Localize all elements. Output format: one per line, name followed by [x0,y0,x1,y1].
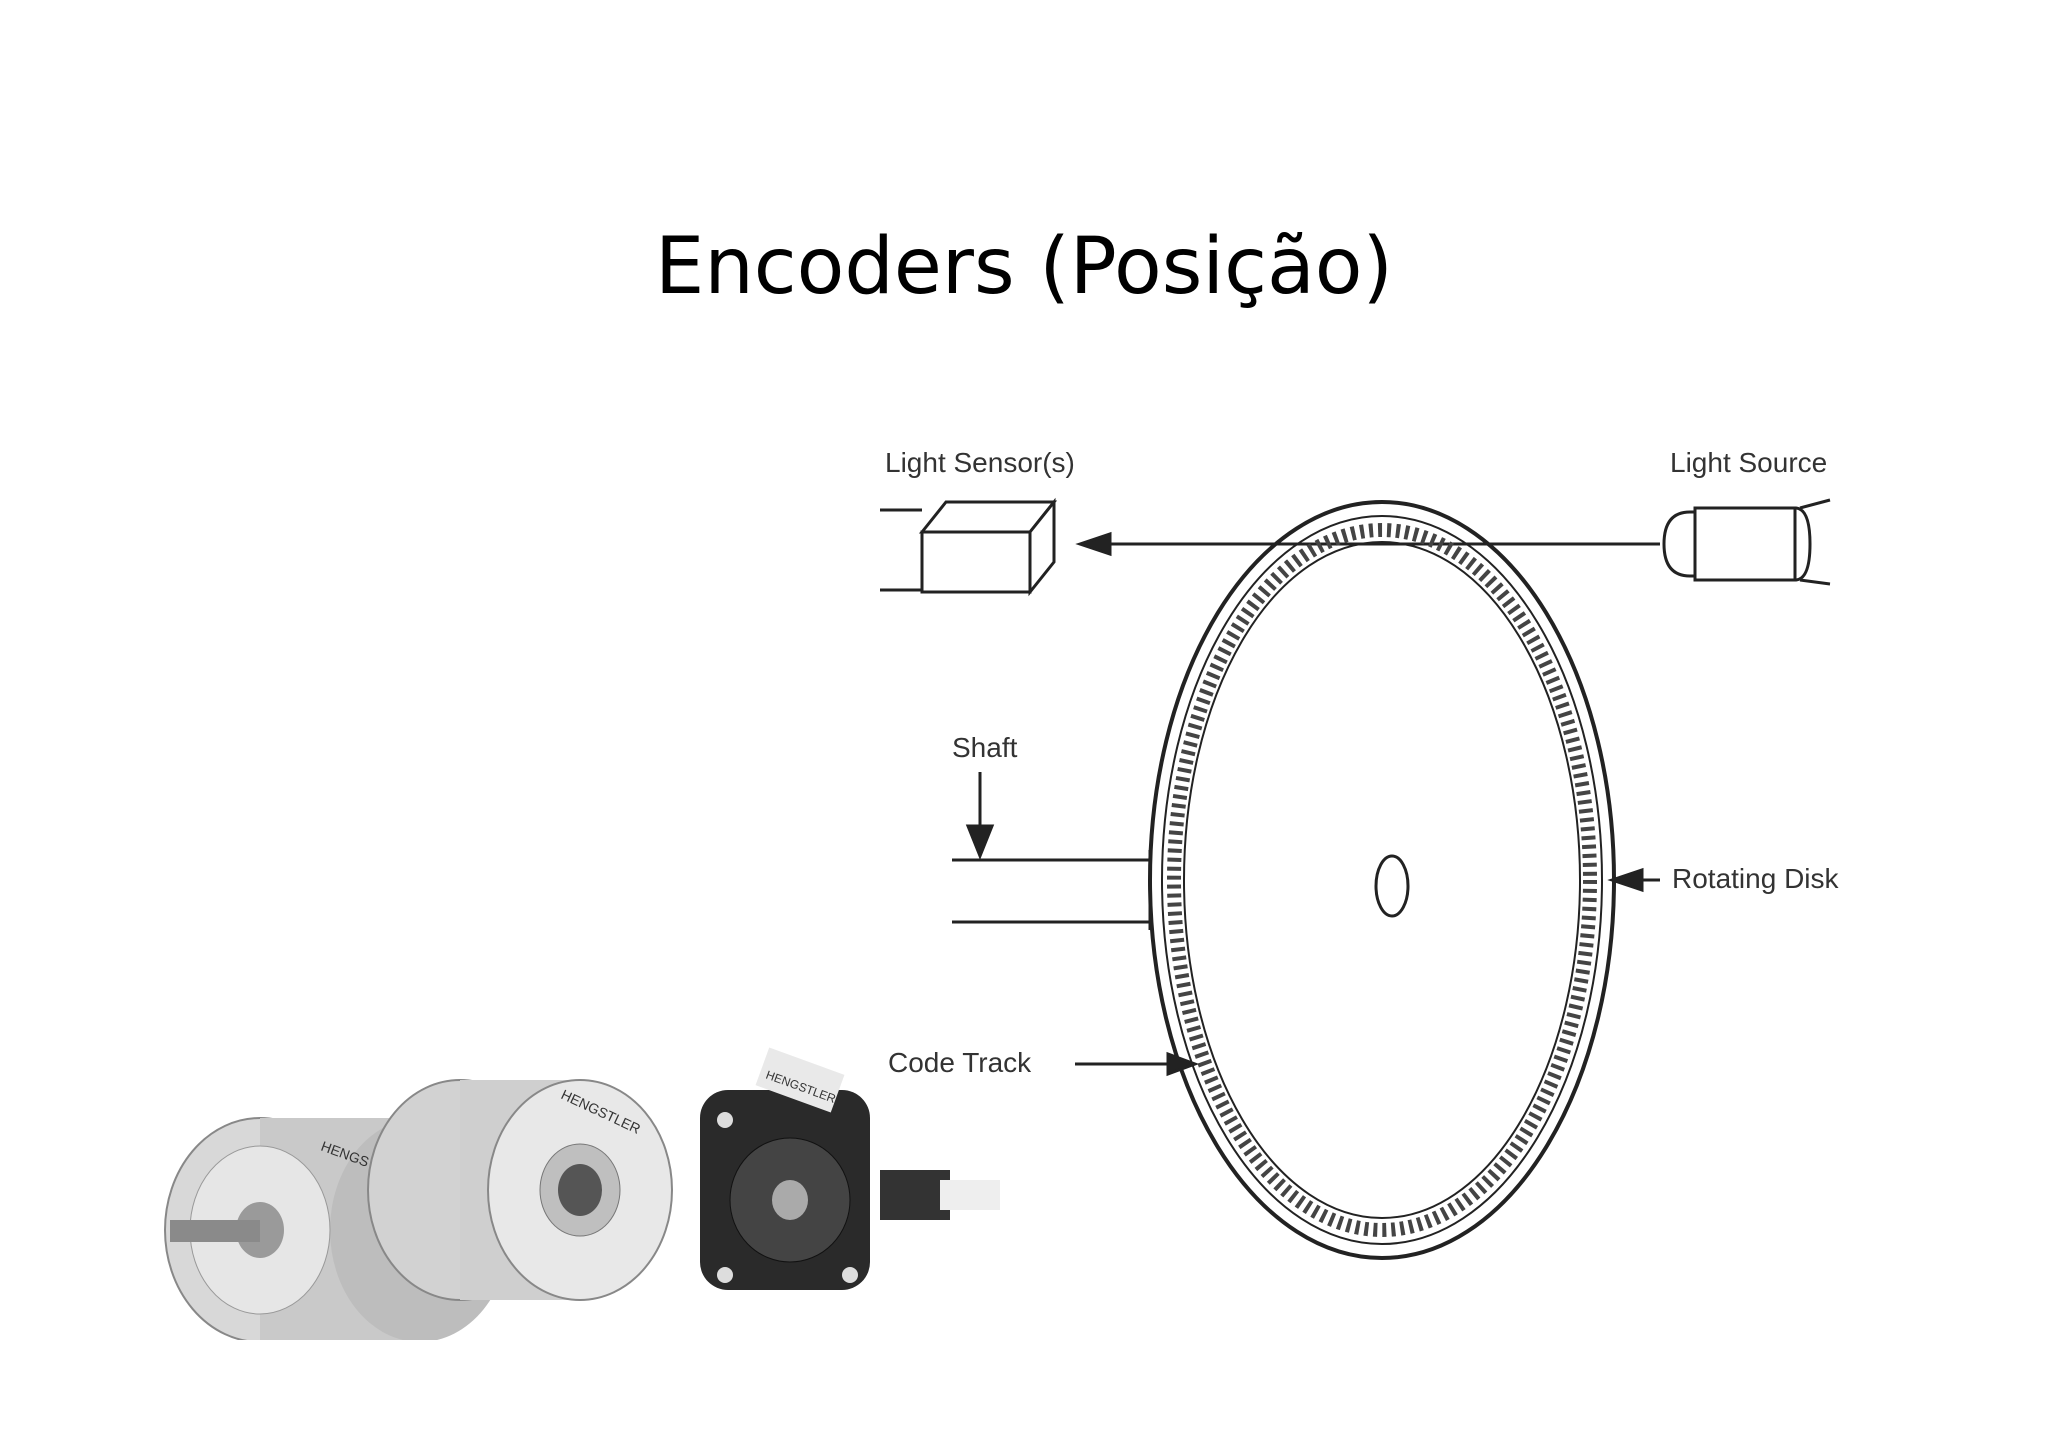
slide-title: Encoders (Posição) [655,222,1393,312]
light-beam-arrow [1075,531,1660,557]
label-shaft: Shaft [952,732,1018,763]
code-track-ring [1167,523,1597,1237]
label-light-source: Light Source [1670,447,1827,478]
rotating-disk-arrow [1607,867,1660,893]
label-code-track: Code Track [888,1047,1032,1078]
code-track-arrow [1075,1051,1200,1077]
label-light-sensor: Light Sensor(s) [885,447,1075,478]
light-source [1662,498,1831,586]
rotating-disk [1148,500,1616,1260]
encoders-photo: HENGS HENGSTLER HENGSTLER [164,1047,1000,1340]
light-sensor-box [880,497,1058,597]
encoder-middle: HENGSTLER [367,1079,673,1301]
label-rotating-disk: Rotating Disk [1672,863,1840,894]
encoder-right: HENGSTLER [700,1047,1000,1290]
shaft [952,772,1150,924]
